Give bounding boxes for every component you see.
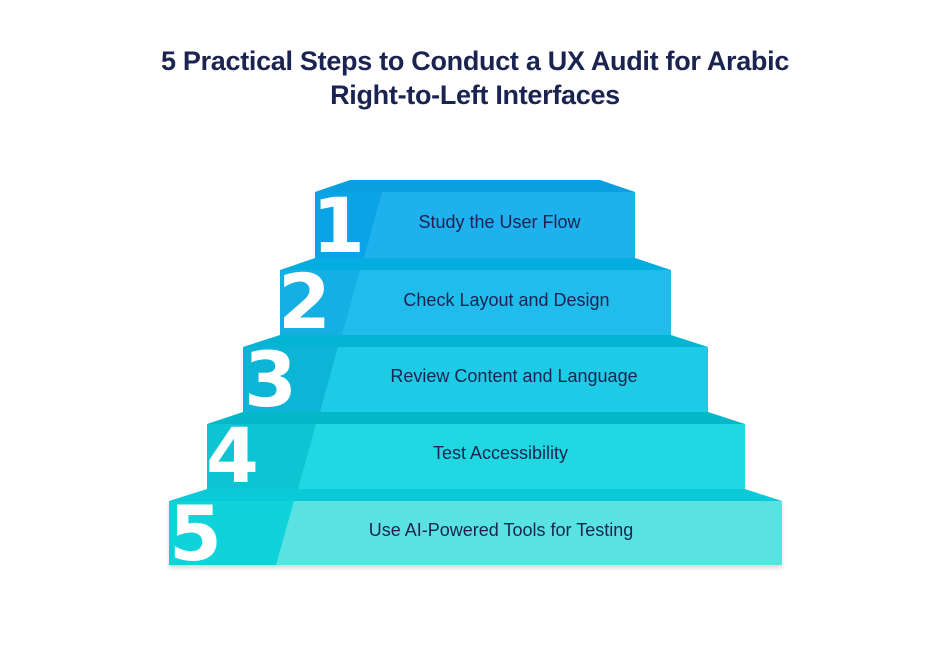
step-2-number: 2 [278,257,331,346]
step-5-number: 5 [169,489,222,578]
step-5-label: Use AI-Powered Tools for Testing [368,520,634,540]
step-2-label: Check Layout and Design [403,290,610,310]
step-4-number: 4 [206,411,259,500]
step-3-number: 3 [244,335,297,424]
step-1-number: 1 [312,181,365,270]
page-title: 5 Practical Steps to Conduct a UX Audit … [0,44,950,112]
step-3-label: Review Content and Language [390,366,638,386]
step-4-label: Test Accessibility [432,443,569,463]
title-line-2: Right-to-Left Interfaces [330,80,620,110]
step-1-label: Study the User Flow [418,212,581,232]
title-line-1: 5 Practical Steps to Conduct a UX Audit … [160,46,790,76]
